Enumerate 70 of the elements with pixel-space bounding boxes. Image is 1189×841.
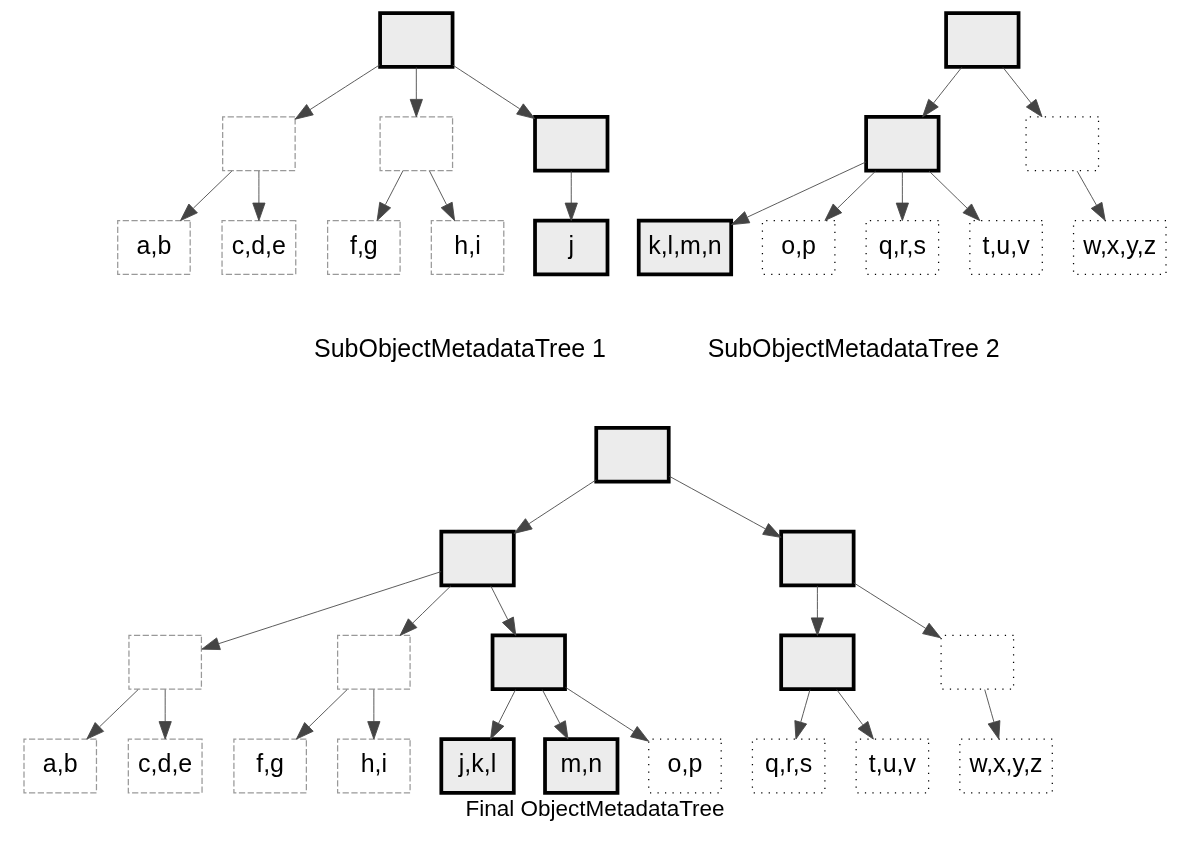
arrow — [823, 170, 876, 221]
arrow — [451, 64, 535, 119]
node-box: j — [532, 218, 609, 277]
node-box — [490, 633, 567, 691]
node-box — [943, 11, 1020, 69]
node-box — [1024, 116, 1099, 172]
arrow — [428, 170, 455, 221]
arrow — [895, 170, 909, 221]
arrow — [668, 475, 781, 538]
node-box: k,l,m,n — [636, 218, 733, 277]
node-box — [778, 529, 855, 588]
node-box — [127, 634, 202, 690]
caption: Final ObjectMetadataTree — [464, 795, 725, 821]
node-box: o,p — [647, 738, 722, 794]
arrow — [409, 66, 423, 118]
node-box: f,g — [232, 738, 307, 794]
label: SubObjectMetadataTree 1 — [313, 334, 606, 363]
arrow — [564, 170, 578, 221]
node-box: c,d,e — [127, 738, 203, 794]
arrow — [366, 689, 380, 740]
arrow — [294, 64, 380, 120]
arrow — [295, 689, 348, 740]
node-box: f,g — [326, 219, 401, 275]
arrow — [1076, 170, 1106, 221]
arrow — [376, 170, 403, 221]
node-box: h,i — [430, 219, 504, 275]
arrow — [200, 571, 442, 650]
arrow — [489, 689, 516, 740]
node-box — [377, 11, 454, 69]
node-box — [336, 634, 411, 690]
arrow — [793, 689, 810, 740]
node-box: q,r,s — [865, 219, 939, 275]
arrow — [158, 689, 172, 740]
arrow — [730, 161, 866, 226]
arrow — [399, 585, 451, 636]
node-box — [863, 115, 940, 173]
node-box: q,r,s — [751, 738, 826, 794]
node-box: t,u,v — [968, 219, 1043, 275]
node-box: a,b — [116, 219, 191, 275]
node-box — [438, 529, 516, 588]
node-box — [593, 426, 671, 484]
node-box — [532, 115, 609, 173]
node-box: c,d,e — [220, 219, 296, 275]
arrow — [513, 479, 597, 534]
arrow — [489, 585, 516, 636]
arrow — [564, 686, 649, 742]
label: SubObjectMetadataTree 2 — [707, 334, 1000, 363]
node-box — [221, 116, 296, 172]
arrow — [852, 582, 941, 639]
arrow — [921, 66, 962, 118]
node-box: o,p — [761, 219, 836, 275]
node-box — [939, 634, 1014, 690]
node-box: h,i — [336, 738, 411, 794]
arrow — [541, 689, 568, 740]
arrow — [835, 689, 874, 740]
arrow — [179, 170, 232, 221]
node-box — [778, 633, 855, 691]
arrow — [810, 585, 824, 636]
node-box: w,x,y,z — [958, 738, 1053, 794]
node-box — [378, 116, 453, 172]
node-box: m,n — [542, 737, 619, 795]
arrow — [983, 689, 1000, 740]
node-box: t,u,v — [855, 738, 929, 794]
node-box: a,b — [22, 738, 97, 794]
node-box: w,x,y,z — [1072, 219, 1167, 275]
arrow — [928, 170, 980, 221]
arrow — [1002, 66, 1042, 118]
arrow — [85, 689, 139, 740]
node-box: j,k,l — [438, 737, 516, 795]
arrow — [251, 170, 265, 221]
